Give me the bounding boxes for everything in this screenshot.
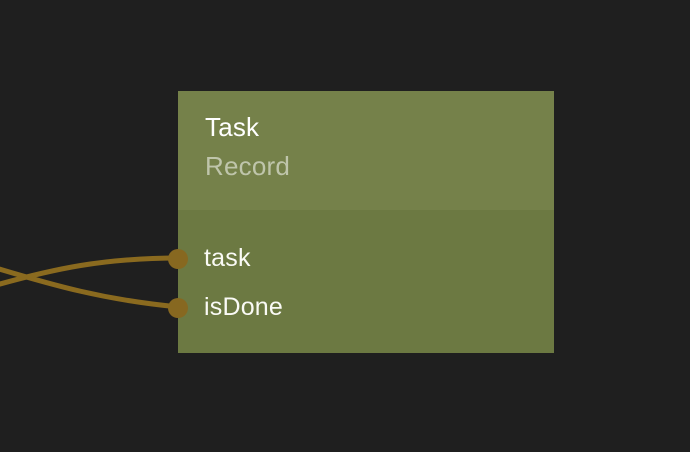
node-subtitle: Record (205, 151, 291, 181)
node-body: task isDone (168, 210, 554, 353)
connection-wire-task[interactable] (0, 255, 182, 288)
connection-wire-isdone[interactable] (0, 265, 182, 310)
node-header[interactable]: Task Record (178, 91, 554, 210)
input-port-task-icon[interactable] (168, 248, 188, 269)
node-title: Task (205, 112, 260, 142)
input-port-isdone-icon[interactable] (168, 297, 188, 318)
node-task-record[interactable]: Task Record task isDone (168, 91, 554, 353)
field-row-task: task (168, 234, 554, 283)
field-label-task: task (204, 244, 251, 272)
field-label-isdone: isDone (204, 293, 284, 321)
field-row-isdone: isDone (168, 283, 554, 332)
